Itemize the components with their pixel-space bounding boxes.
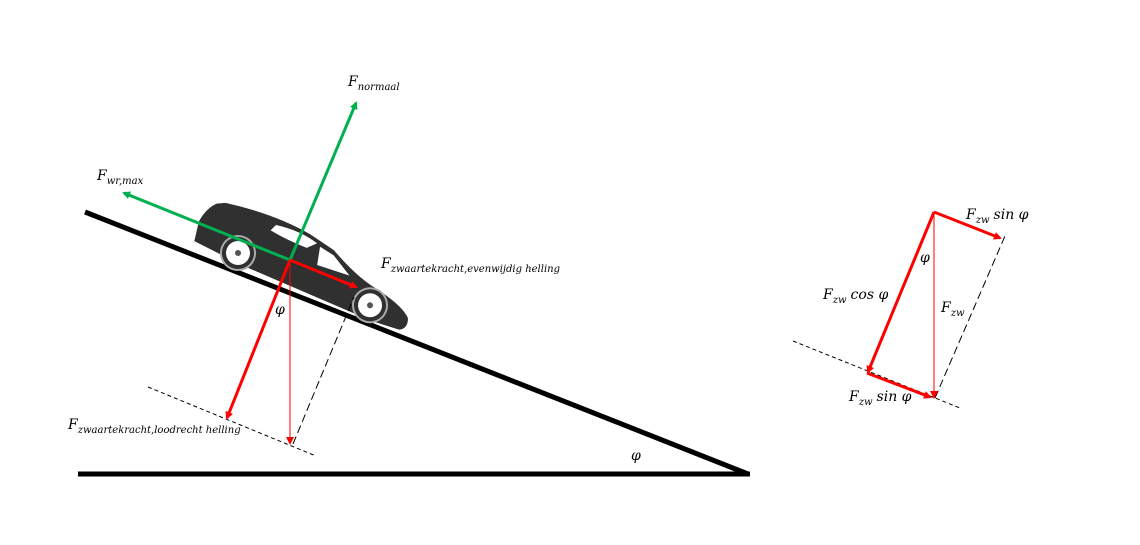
parallel-gravity-label: Fzwaartekracht,evenwijdig helling bbox=[380, 256, 560, 275]
car-icon bbox=[194, 202, 408, 330]
angle-label-car: φ bbox=[275, 302, 285, 318]
angle-label-slope: φ bbox=[631, 448, 641, 464]
friction-force-label: Fwr,max bbox=[96, 168, 144, 187]
sin-component-arrow-bottom bbox=[866, 371, 932, 399]
sin-component-arrow-top bbox=[933, 210, 1002, 240]
incline-line bbox=[84, 209, 749, 477]
dashed-line bbox=[292, 296, 355, 445]
cos-component-arrow bbox=[866, 211, 936, 374]
parallel-gravity-arrow bbox=[289, 258, 358, 289]
weight-label: Fzw bbox=[940, 300, 965, 319]
dashed-line bbox=[934, 235, 1006, 399]
dashed-line bbox=[147, 386, 317, 457]
friction-force-arrow bbox=[122, 191, 291, 262]
perpendicular-gravity-label: Fzwaartekracht,loodrecht helling bbox=[67, 417, 241, 436]
angle-label-right: φ bbox=[920, 250, 930, 266]
normal-force-label: Fnormaal bbox=[347, 74, 400, 93]
normal-force-arrow bbox=[288, 101, 358, 261]
perpendicular-gravity-arrow bbox=[225, 259, 292, 420]
